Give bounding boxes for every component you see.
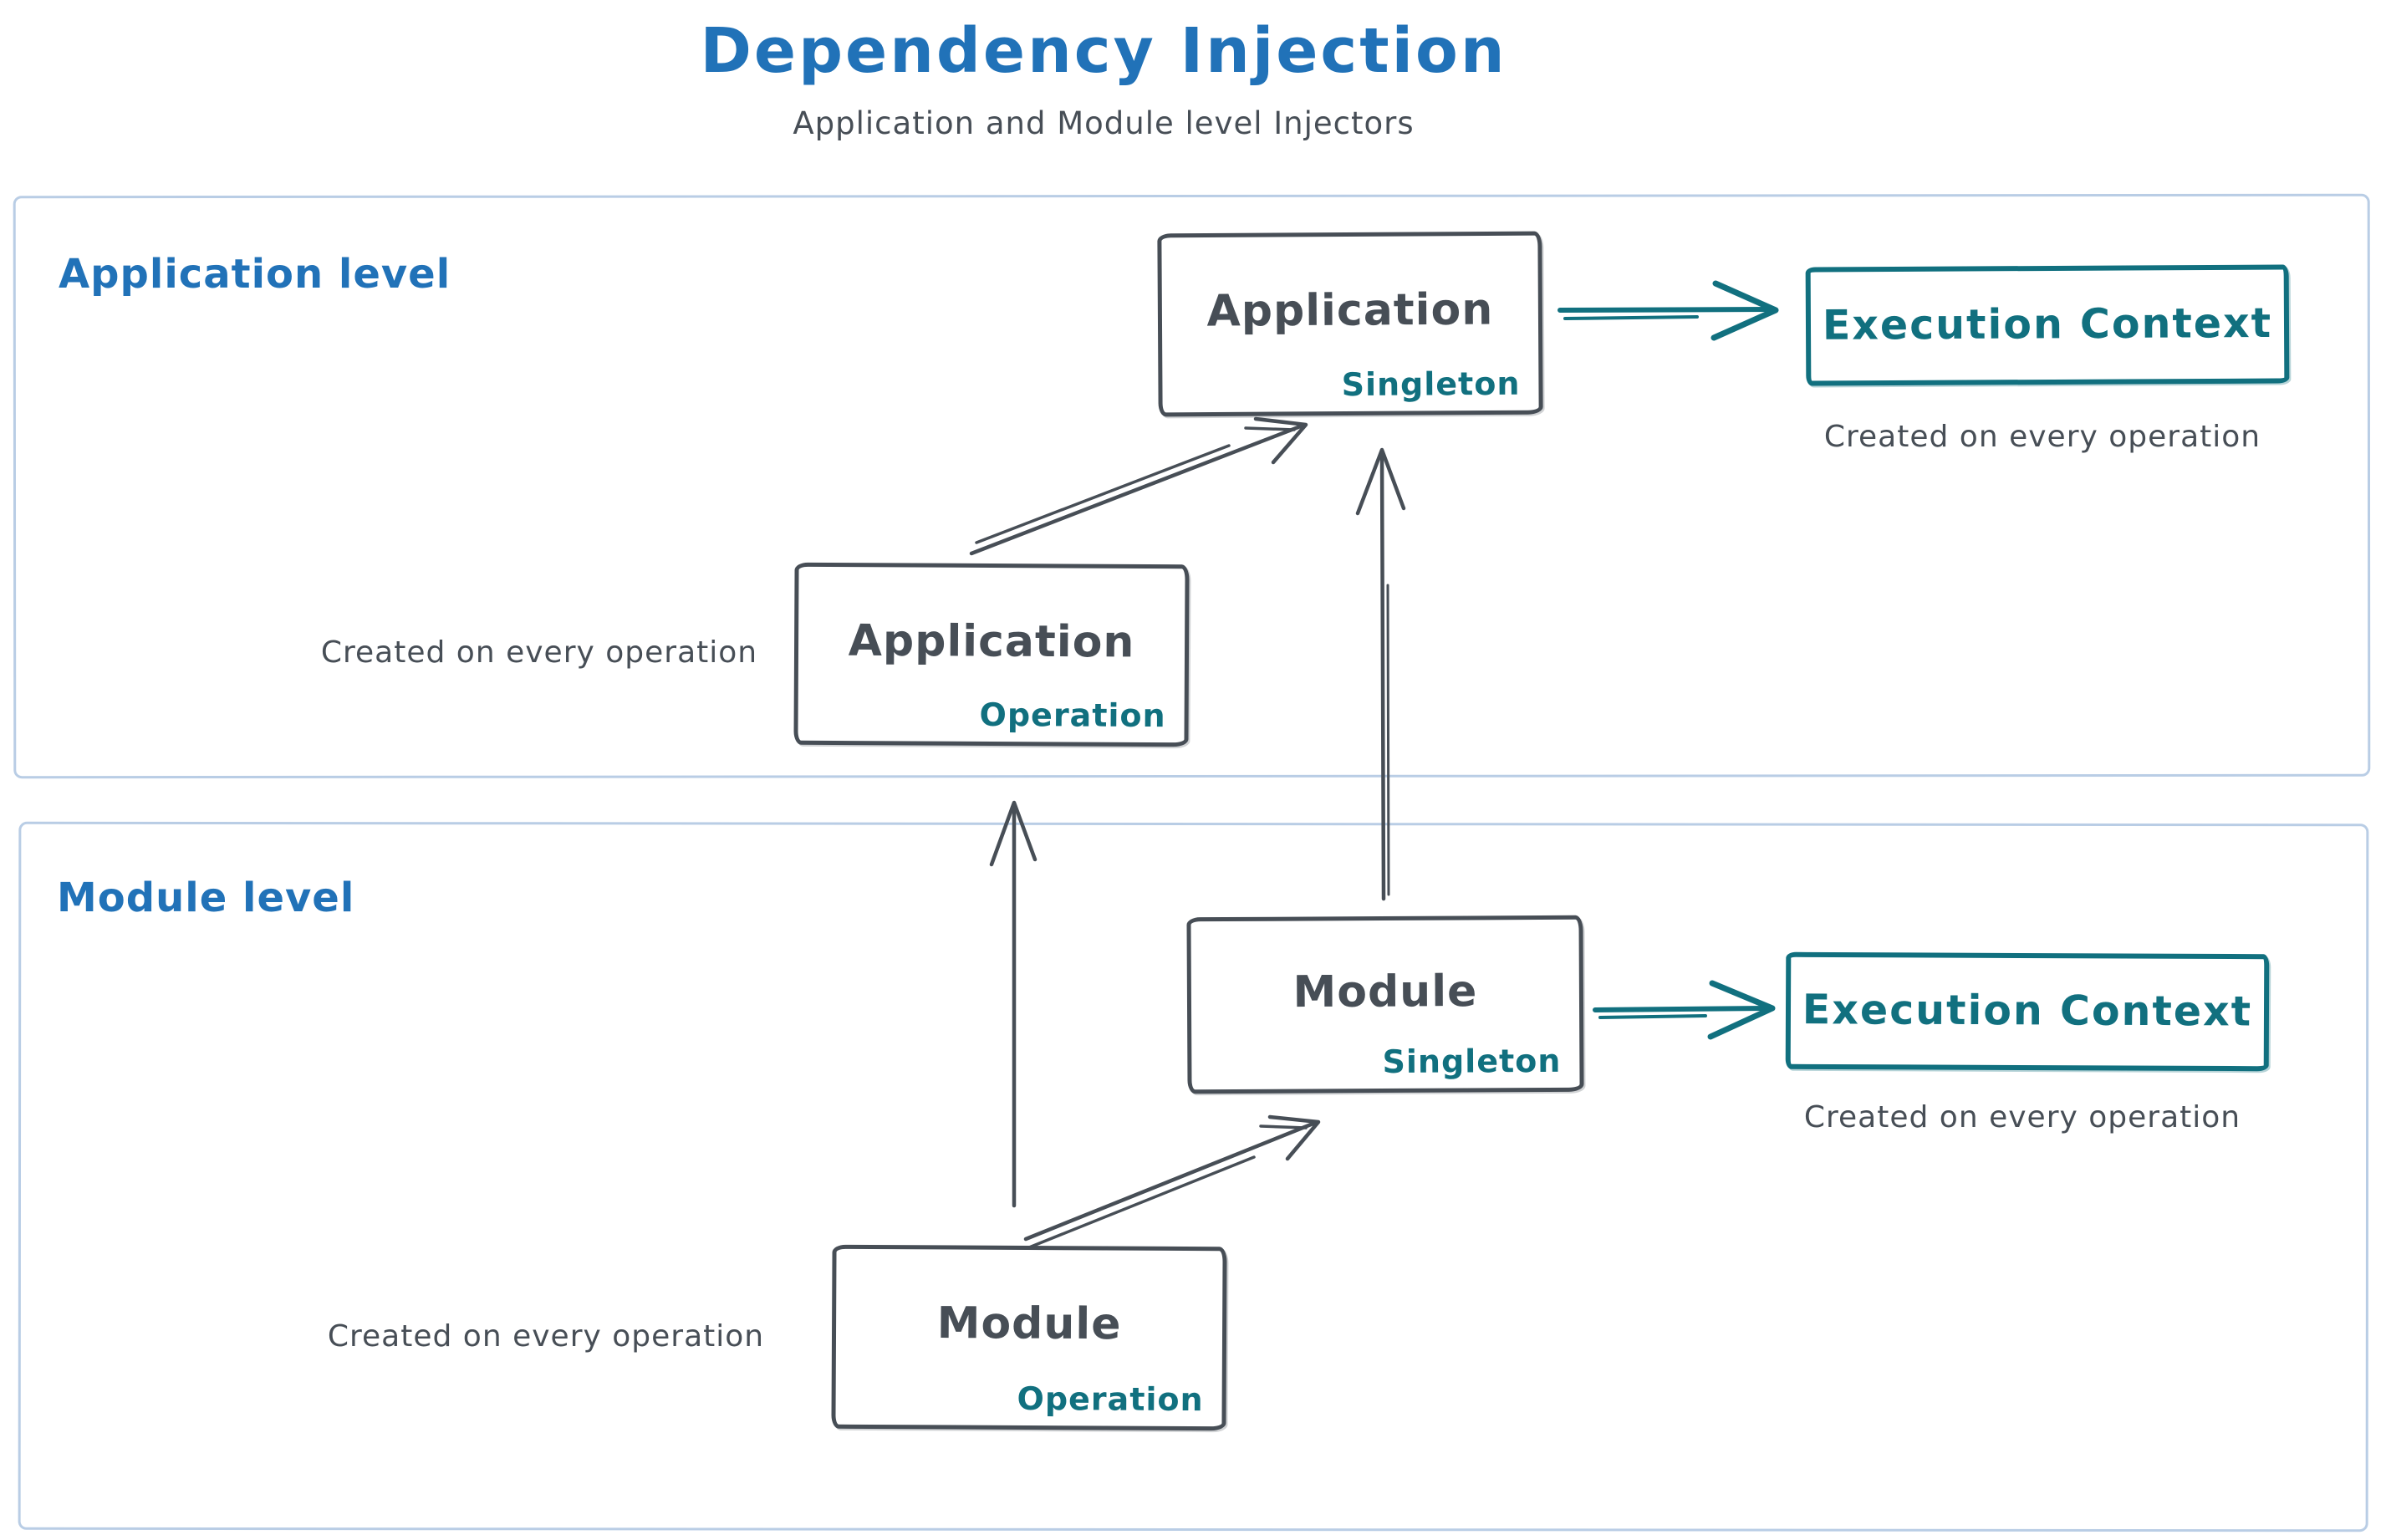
application-operation-note: Created on every operation xyxy=(320,635,758,670)
module-execution-context-box: Execution Context xyxy=(1785,951,2270,1072)
application-singleton-scope-badge: Singleton xyxy=(1341,365,1521,404)
application-operation-scope-badge: Operation xyxy=(979,696,1166,735)
module-operation-box: Module Operation xyxy=(831,1244,1227,1431)
diagram-title: Dependency Injection xyxy=(700,15,1507,87)
application-singleton-name: Application xyxy=(1206,284,1494,337)
module-operation-note: Created on every operation xyxy=(327,1319,765,1354)
module-operation-name: Module xyxy=(936,1298,1122,1350)
module-singleton-scope-badge: Singleton xyxy=(1382,1042,1562,1081)
application-execution-context-box: Execution Context xyxy=(1805,264,2290,386)
application-operation-name: Application xyxy=(848,615,1135,668)
application-operation-box: Application Operation xyxy=(793,562,1190,747)
application-singleton-box: Application Singleton xyxy=(1157,231,1543,417)
module-singleton-name: Module xyxy=(1292,966,1478,1018)
diagram-subtitle: Application and Module level Injectors xyxy=(793,105,1415,141)
module-singleton-box: Module Singleton xyxy=(1186,915,1584,1094)
module-level-label: Module level xyxy=(57,875,355,921)
application-execution-context-label: Execution Context xyxy=(1822,298,2273,349)
module-execution-context-note: Created on every operation xyxy=(1803,1100,2241,1135)
module-operation-scope-badge: Operation xyxy=(1017,1379,1204,1419)
module-execution-context-label: Execution Context xyxy=(1802,986,2253,1036)
application-level-label: Application level xyxy=(59,251,451,298)
application-execution-context-note: Created on every operation xyxy=(1823,420,2261,454)
